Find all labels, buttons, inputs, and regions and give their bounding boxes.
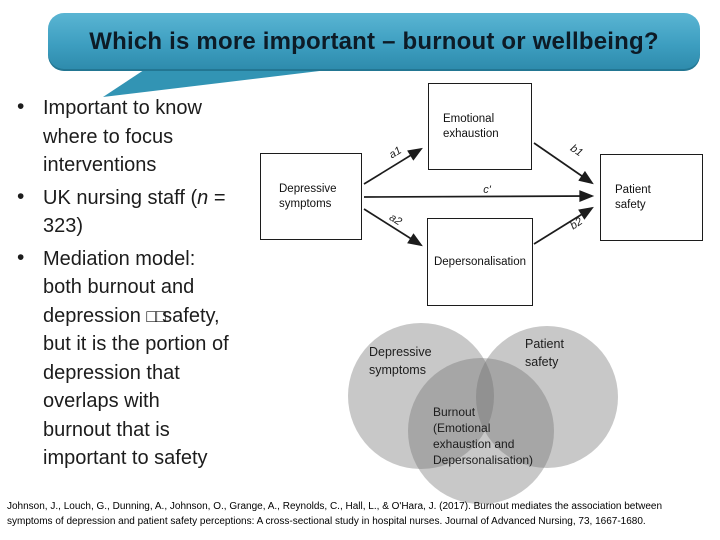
arrow-c-prime <box>363 190 595 203</box>
arrow-b2 <box>533 206 594 245</box>
bullet-text: = 323) <box>43 186 226 238</box>
bullet-list: Important to know where to focus interve… <box>16 93 258 477</box>
bullet-item-sample: UK nursing staff (n = 323) <box>16 183 258 241</box>
venn-circle-depressive <box>348 323 494 469</box>
path-label-b1: b1 <box>568 142 585 159</box>
box-depressive-symptoms: Depressive symptoms <box>260 153 362 240</box>
path-label-a2: a2 <box>387 212 404 229</box>
bullet-item-focus: Important to know where to focus interve… <box>16 93 258 180</box>
arrow-a1 <box>363 147 423 185</box>
bullet-text: safety, but it is the portion of depress… <box>43 304 229 470</box>
box-label: Depressive symptoms <box>279 182 337 210</box>
path-label-c-prime: c' <box>483 184 492 196</box>
slide-title: Which is more important – burnout or wel… <box>89 28 659 55</box>
arrow-b1 <box>533 142 594 185</box>
bullet-text: Important to know where to focus interve… <box>43 97 202 176</box>
path-label-b2: b2 <box>568 215 585 232</box>
bullet-text: Mediation model: both burnout and depres… <box>43 247 196 327</box>
path-label-a1: a1 <box>387 145 404 162</box>
venn-circle-burnout <box>408 358 554 504</box>
venn-label-patient-safety: Patient safety <box>525 337 564 369</box>
venn-label-burnout: Burnout (Emotional exhaustion and Depers… <box>433 405 534 467</box>
arrow-a2 <box>363 208 423 247</box>
italic-n: n <box>197 186 209 209</box>
title-bubble: Which is more important – burnout or wel… <box>48 13 700 71</box>
box-depersonalisation: Depersonalisation <box>427 218 533 306</box>
box-label: Depersonalisation <box>433 255 527 268</box>
venn-circle-patient-safety <box>476 326 618 468</box>
venn-label-depressive: Depressive symptoms <box>369 345 432 377</box>
bullet-text: UK nursing staff ( <box>43 186 198 209</box>
bullet-item-mediation: Mediation model: both burnout and depres… <box>16 244 258 473</box>
citation: Johnson, J., Louch, G., Dunning, A., Joh… <box>7 501 663 527</box>
box-label: Patient safety <box>615 183 651 211</box>
box-emotional-exhaustion: Emotional exhaustion <box>428 83 532 170</box>
missing-glyph-boxes: □□ <box>146 305 166 326</box>
box-patient-safety: Patient safety <box>600 154 703 241</box>
box-label: Emotional exhaustion <box>443 112 499 140</box>
